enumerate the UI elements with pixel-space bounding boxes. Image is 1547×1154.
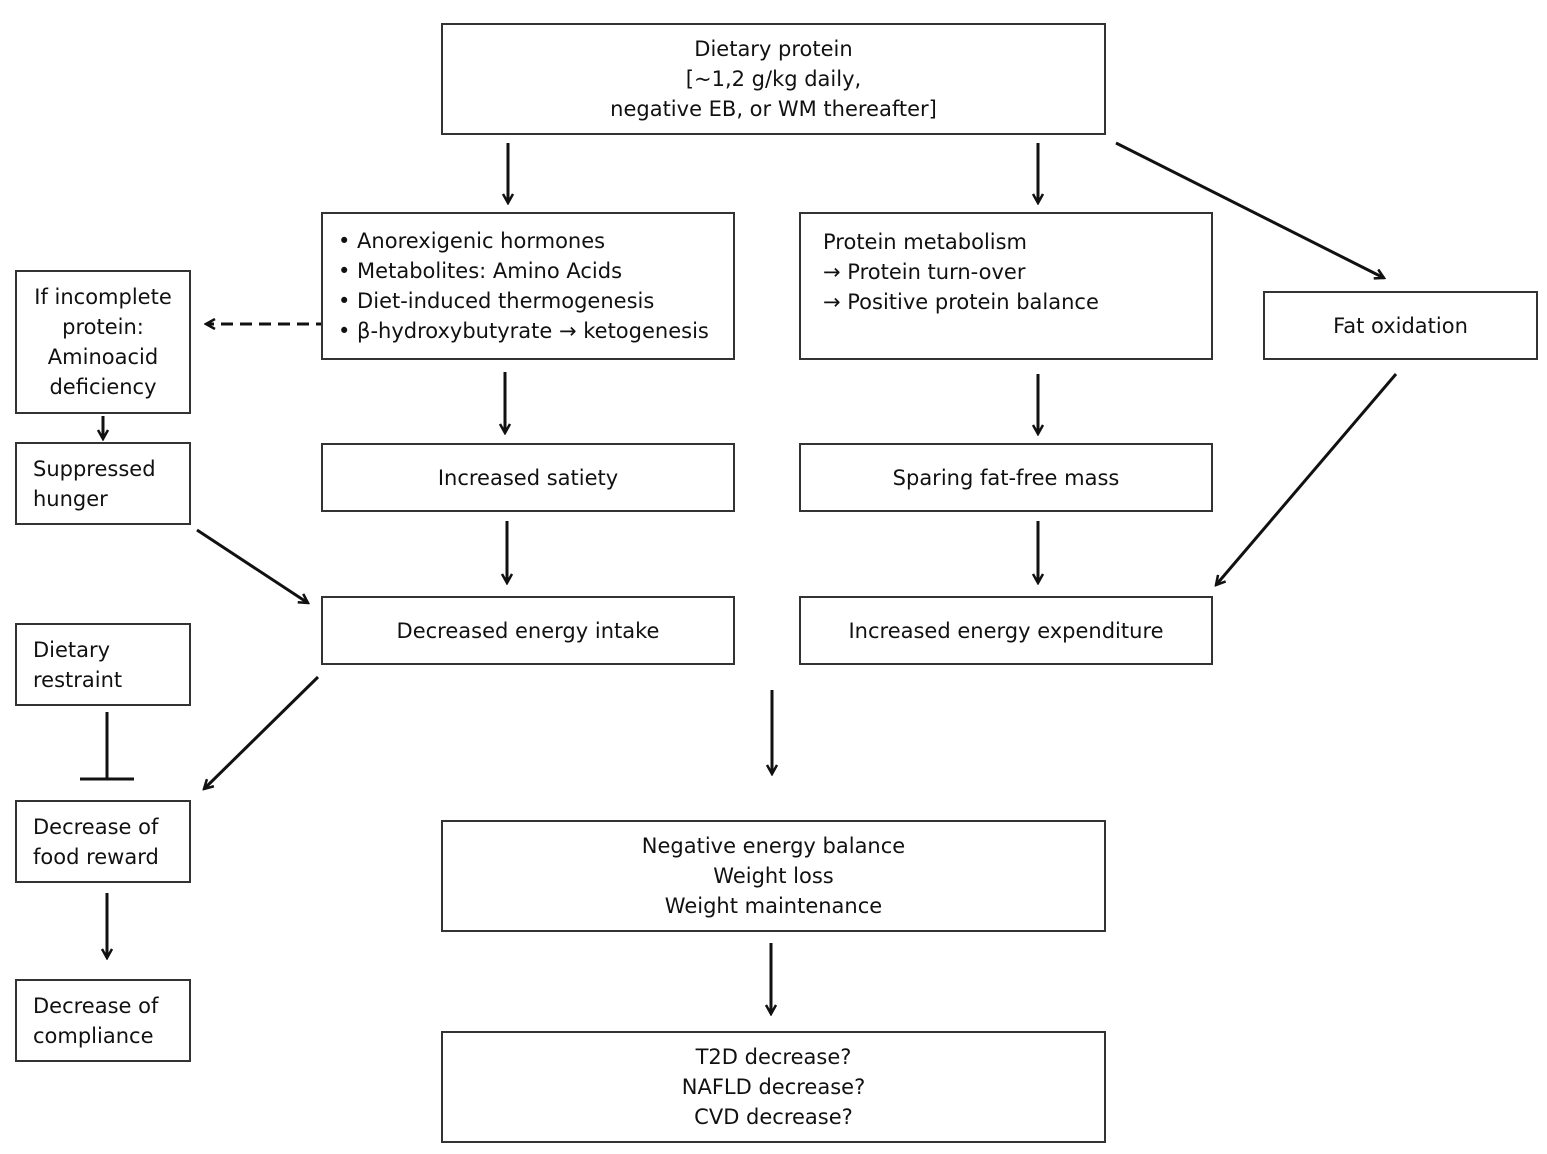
box-line: protein: xyxy=(62,315,144,339)
box-line: CVD decrease? xyxy=(694,1105,853,1129)
box-line: • Diet-induced thermogenesis xyxy=(338,289,655,313)
box-line: food reward xyxy=(33,844,159,869)
box-line: negative EB, or WM thereafter] xyxy=(610,97,937,121)
incomplete-protein-box: If incomplete protein: Aminoacid deficie… xyxy=(15,270,191,414)
box-line: Increased satiety xyxy=(437,465,619,490)
negative-balance-box: Negative energy balance Weight loss Weig… xyxy=(441,820,1106,932)
arrow-fat-oxidation-to-expenditure xyxy=(1216,373,1398,585)
arrow-intake-to-food-reward xyxy=(204,675,320,789)
box-line: compliance xyxy=(33,1023,154,1048)
outcomes-box: T2D decrease? NAFLD decrease? CVD decrea… xyxy=(441,1031,1106,1143)
box-line: Sparing fat-free mass xyxy=(892,465,1120,490)
dietary-restraint-box: Dietary restraint xyxy=(15,623,191,706)
box-line: NAFLD decrease? xyxy=(681,1075,866,1099)
dietary-protein-box: Dietary protein [~1,2 g/kg daily, negati… xyxy=(441,23,1106,135)
box-line: Protein metabolism xyxy=(823,230,1028,254)
increased-satiety-box: Increased satiety xyxy=(321,443,735,512)
box-line: Decreased energy intake xyxy=(396,618,660,643)
box-line: Suppressed xyxy=(33,456,156,481)
decreased-intake-box: Decreased energy intake xyxy=(321,596,735,665)
fat-oxidation-box: Fat oxidation xyxy=(1263,291,1538,360)
decrease-food-reward-box: Decrease of food reward xyxy=(15,800,191,883)
protein-metabolism-box: Protein metabolism → Protein turn-over →… xyxy=(799,212,1213,360)
box-line: [~1,2 g/kg daily, xyxy=(685,67,862,91)
increased-expenditure-box: Increased energy expenditure xyxy=(799,596,1213,665)
suppressed-hunger-box: Suppressed hunger xyxy=(15,442,191,525)
box-line: Dietary xyxy=(33,637,111,662)
box-line: Negative energy balance xyxy=(641,834,906,858)
box-line: Decrease of xyxy=(33,814,159,839)
arrow-hunger-to-intake xyxy=(196,528,308,603)
box-line: Increased energy expenditure xyxy=(848,618,1164,643)
box-line: If incomplete xyxy=(34,285,172,309)
box-line: • Metabolites: Amino Acids xyxy=(338,259,623,283)
box-line: Fat oxidation xyxy=(1333,313,1468,338)
box-line: T2D decrease? xyxy=(695,1045,852,1069)
sparing-ffm-box: Sparing fat-free mass xyxy=(799,443,1213,512)
box-line: Decrease of xyxy=(33,993,159,1018)
arrow-protein-to-fat-oxidation xyxy=(1115,141,1384,278)
box-line: • Anorexigenic hormones xyxy=(338,229,606,253)
box-line: Dietary protein xyxy=(694,37,853,61)
box-line: • β-hydroxybutyrate → ketogenesis xyxy=(338,319,709,343)
box-line: deficiency xyxy=(49,375,157,399)
box-line: Aminoacid xyxy=(47,345,159,369)
decrease-compliance-box: Decrease of compliance xyxy=(15,979,191,1062)
box-line: → Positive protein balance xyxy=(823,290,1099,314)
box-line: Weight loss xyxy=(713,864,834,888)
box-line: restraint xyxy=(33,667,123,692)
box-line: → Protein turn-over xyxy=(823,260,1026,284)
mechanisms-box: • Anorexigenic hormones • Metabolites: A… xyxy=(321,212,735,360)
box-line: hunger xyxy=(33,486,108,511)
box-line: Weight maintenance xyxy=(664,894,883,918)
